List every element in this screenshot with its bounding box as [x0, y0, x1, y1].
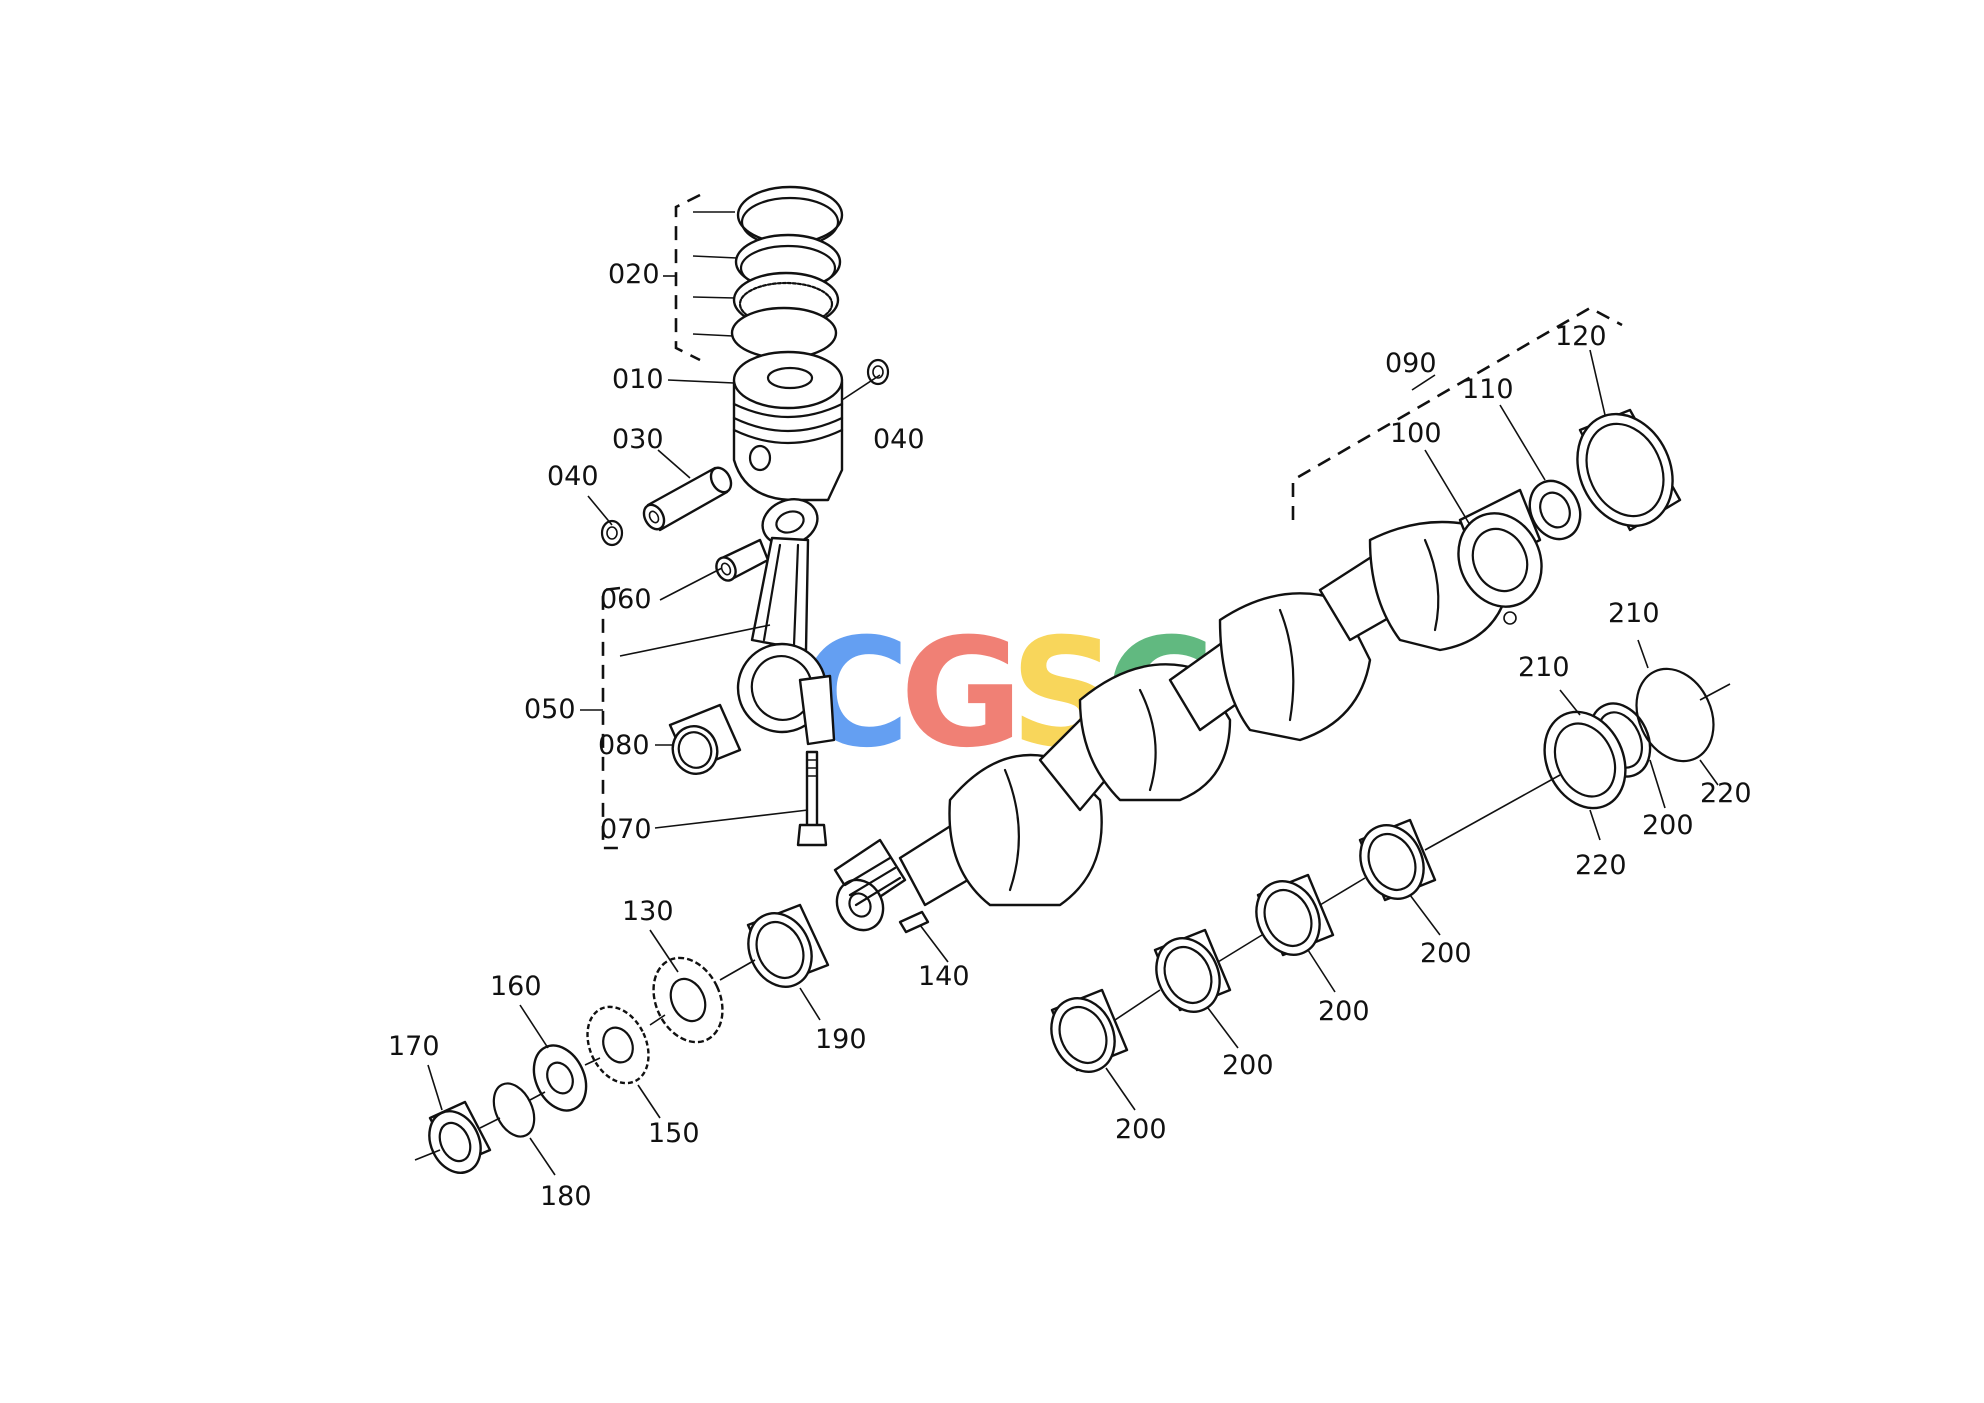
callout-050: 050 [524, 694, 576, 725]
callout-180: 180 [540, 1181, 592, 1212]
callout-210-right: 210 [1608, 598, 1660, 629]
thrust-washer-210-right [1635, 667, 1715, 763]
oil-seal-170 [428, 1100, 492, 1174]
ring-set-bracket [674, 193, 701, 362]
conrod-bearing [668, 703, 742, 775]
oil-pump-gear-150 [586, 1005, 650, 1085]
callout-040-left: 040 [547, 461, 599, 492]
callout-150: 150 [648, 1118, 700, 1149]
front-bearing-190 [746, 903, 830, 988]
snap-ring-left [600, 519, 624, 547]
main-bearing-d [1153, 928, 1232, 1013]
conrod-bolt [796, 750, 828, 847]
callout-200-e: 200 [1115, 1114, 1167, 1145]
piston-rings [730, 185, 844, 360]
callout-080: 080 [598, 730, 650, 761]
callout-200-d: 200 [1222, 1050, 1274, 1081]
crank-gear-130 [652, 956, 724, 1044]
callout-020: 020 [608, 259, 660, 290]
conrod-assembly-bracket [601, 586, 621, 850]
callout-160: 160 [490, 971, 542, 1002]
callout-220-right: 220 [1700, 778, 1752, 809]
callout-220-left: 220 [1575, 850, 1627, 881]
callout-100: 100 [1390, 418, 1442, 449]
callout-200-b: 200 [1420, 938, 1472, 969]
main-bearing-e [1050, 988, 1129, 1073]
callout-200-c: 200 [1318, 996, 1370, 1027]
small-end-bushing [715, 538, 770, 582]
callout-110: 110 [1462, 374, 1514, 405]
main-bearing-b [1358, 818, 1437, 902]
callout-030: 030 [612, 424, 664, 455]
connecting-rod [736, 498, 836, 746]
piston [732, 350, 844, 502]
callout-010: 010 [612, 364, 664, 395]
callout-130: 130 [622, 896, 674, 927]
callout-200-a: 200 [1642, 810, 1694, 841]
crankshaft-assembly-bracket [1291, 306, 1623, 520]
o-ring-180 [492, 1082, 536, 1138]
callout-210-left: 210 [1518, 652, 1570, 683]
callout-090: 090 [1385, 348, 1437, 379]
thrust-washer-210-left [1543, 710, 1627, 810]
watermark-letter-g: G [900, 607, 1023, 781]
leader-lines [427, 211, 1719, 1176]
callout-060: 060 [600, 584, 652, 615]
callout-070: 070 [600, 814, 652, 845]
snap-ring-right [866, 358, 890, 386]
callout-190: 190 [815, 1024, 867, 1055]
woodruff-key [898, 910, 930, 934]
collar-160 [532, 1044, 588, 1112]
callout-140: 140 [918, 961, 970, 992]
callout-040-right: 040 [873, 424, 925, 455]
crankshaft [833, 488, 1543, 932]
callout-labels: 020 010 040 030 040 060 050 080 070 090 … [388, 259, 1752, 1212]
callout-170: 170 [388, 1031, 440, 1062]
crank-bushing-120 [1576, 408, 1682, 532]
crank-bearing-110 [1528, 479, 1582, 541]
piston-pin [642, 466, 733, 532]
callout-120: 120 [1555, 321, 1607, 352]
main-bearing-c [1255, 873, 1335, 957]
